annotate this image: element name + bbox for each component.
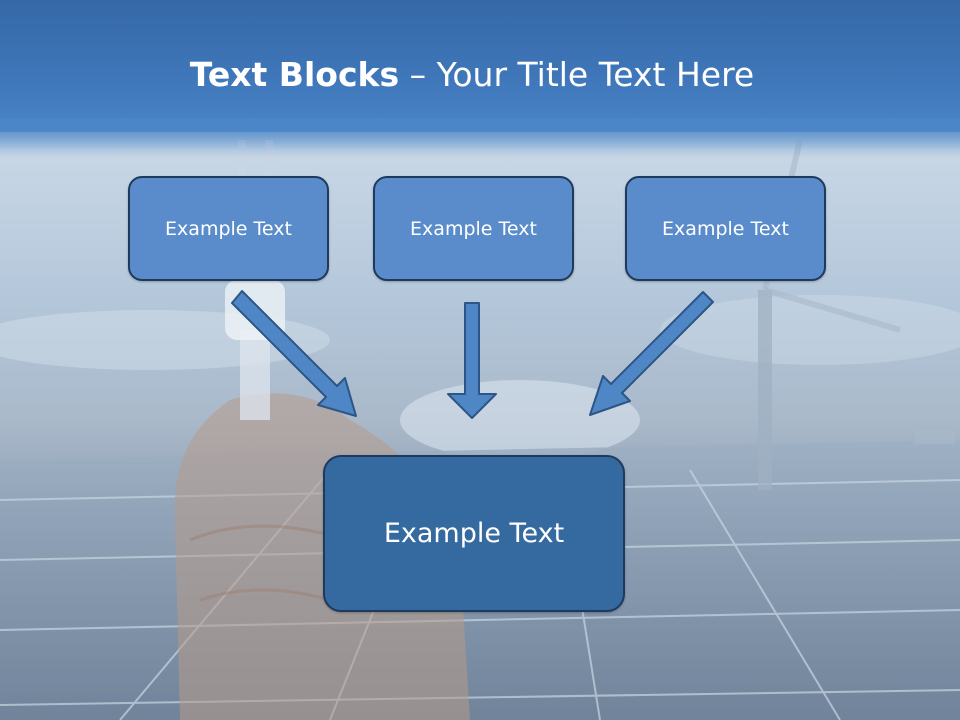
arrow-center-icon bbox=[447, 302, 497, 419]
slide-title-bold: Text Blocks bbox=[189, 55, 400, 94]
slide-title-dash: – bbox=[399, 55, 437, 94]
arrow-left-icon bbox=[231, 290, 357, 417]
text-block-top-left-label: Example Text bbox=[165, 217, 292, 240]
slide-title-rest: Your Title Text Here bbox=[436, 55, 755, 94]
text-block-main-label: Example Text bbox=[383, 518, 565, 549]
text-block-main[interactable]: Example Text bbox=[323, 455, 625, 612]
text-block-top-center[interactable]: Example Text bbox=[373, 176, 574, 281]
title-bar-fade bbox=[0, 118, 960, 158]
text-block-top-center-label: Example Text bbox=[410, 217, 537, 240]
slide-title[interactable]: Text Blocks – Your Title Text Here bbox=[0, 52, 944, 98]
text-block-top-right-label: Example Text bbox=[662, 217, 789, 240]
text-block-top-left[interactable]: Example Text bbox=[128, 176, 329, 281]
title-bar bbox=[0, 0, 960, 132]
text-block-top-right[interactable]: Example Text bbox=[625, 176, 826, 281]
arrow-right-icon bbox=[589, 291, 714, 416]
